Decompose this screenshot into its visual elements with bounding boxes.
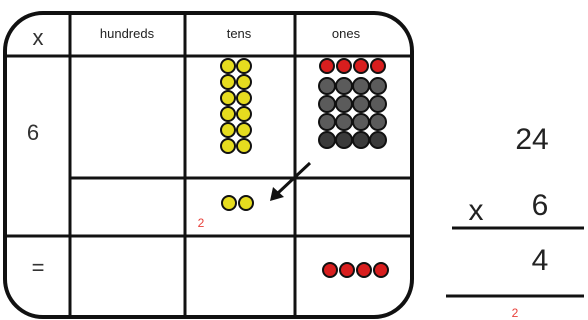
ones-block-grey — [318, 113, 336, 131]
ones-block-grey — [335, 77, 353, 95]
ones-block-grey — [352, 95, 370, 113]
ones-block-red — [370, 58, 386, 74]
column-header-ones: ones — [332, 26, 361, 41]
regrouped-tens-block — [238, 195, 254, 211]
tens-block — [220, 90, 236, 106]
regrouped-tens-blocks — [221, 195, 254, 211]
ones-block-red — [336, 58, 352, 74]
ones-block-grey — [318, 131, 336, 149]
regrouped-tens-block — [221, 195, 237, 211]
ones-block-grey — [369, 131, 387, 149]
carry-note: 2 — [198, 216, 205, 230]
ones-block-grey — [335, 131, 353, 149]
ones-block-grey — [369, 77, 387, 95]
multiplier: 6 — [532, 189, 549, 222]
result-ones-block — [373, 262, 389, 278]
tens-block — [220, 106, 236, 122]
partial-result: 4 — [532, 244, 549, 277]
tens-block — [236, 106, 252, 122]
ones-block-red — [319, 58, 335, 74]
tens-block — [236, 138, 252, 154]
result-ones-block — [339, 262, 355, 278]
column-header-hundreds: hundreds — [100, 26, 155, 41]
multiplicand: 24 — [515, 123, 548, 156]
ones-block-grey — [369, 113, 387, 131]
multiplier-label: 6 — [27, 120, 39, 145]
result-ones-block — [356, 262, 372, 278]
tens-block — [220, 122, 236, 138]
calculation-carry: 2 — [512, 306, 519, 320]
tens-block — [236, 58, 252, 74]
column-header-tens: tens — [227, 26, 252, 41]
ones-block-grey — [352, 131, 370, 149]
result-ones-block — [322, 262, 338, 278]
operator: x — [469, 194, 484, 227]
ones-block-red — [353, 58, 369, 74]
tens-block — [236, 74, 252, 90]
tens-block — [220, 58, 236, 74]
ones-block-grey — [352, 113, 370, 131]
ones-block-grey — [335, 113, 353, 131]
corner-label: x — [33, 25, 44, 50]
tens-block — [220, 74, 236, 90]
ones-block-grey — [318, 77, 336, 95]
ones-block-grey — [335, 95, 353, 113]
ones-blocks — [318, 58, 387, 149]
tens-block — [236, 90, 252, 106]
tens-blocks — [220, 58, 252, 154]
result-ones-blocks — [322, 262, 389, 278]
table-frame — [3, 11, 414, 319]
ones-block-grey — [369, 95, 387, 113]
equals-label: = — [32, 255, 45, 280]
tens-block — [236, 122, 252, 138]
regroup-arrow — [270, 161, 312, 201]
tens-block — [220, 138, 236, 154]
ones-block-grey — [318, 95, 336, 113]
ones-block-grey — [352, 77, 370, 95]
